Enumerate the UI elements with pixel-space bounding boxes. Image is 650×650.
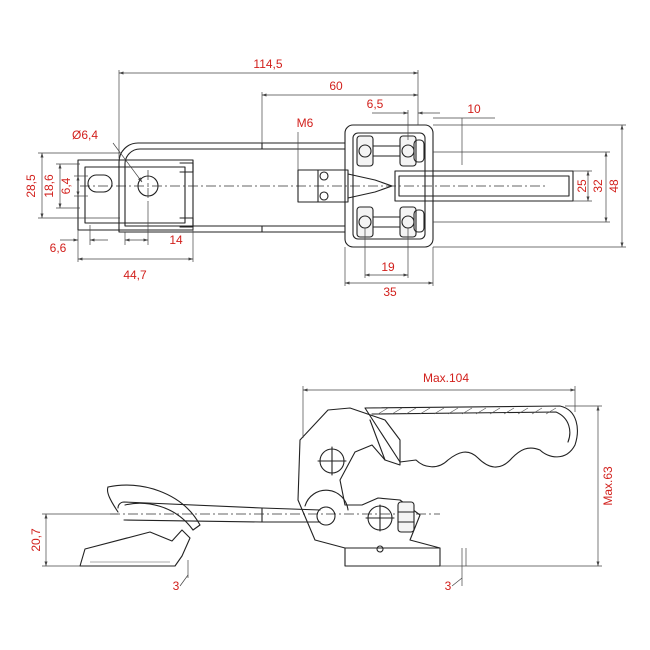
handle-top bbox=[394, 170, 574, 202]
dim-end-width: 10 bbox=[467, 102, 481, 116]
dim-hook-height: 20,7 bbox=[29, 528, 43, 552]
dim-eye-length: 14 bbox=[169, 233, 183, 247]
u-rod bbox=[118, 142, 346, 233]
dim-edge-offset: 6,6 bbox=[50, 241, 67, 255]
threaded-link bbox=[297, 169, 393, 203]
dim-width-outer: 28,5 bbox=[24, 174, 38, 198]
dim-max-height: Max.63 bbox=[601, 466, 615, 506]
dim-width-mid: 18,6 bbox=[42, 174, 56, 198]
dim-thread: M6 bbox=[297, 116, 314, 130]
dim-nut-offset: 6,5 bbox=[367, 97, 384, 111]
dim-overall-length: 114,5 bbox=[253, 57, 282, 71]
side-rod bbox=[110, 501, 440, 523]
dim-hook-gap: 3 bbox=[173, 579, 180, 593]
dim-handle-mid: 32 bbox=[591, 179, 605, 193]
top-dimension-labels: 114,5 60 6,5 10 M6 Ø6,4 28,5 18,6 6,4 6,… bbox=[24, 57, 621, 299]
dim-base-width: 35 bbox=[383, 285, 397, 299]
grip-handle bbox=[364, 405, 578, 468]
dim-handle-inner: 25 bbox=[575, 179, 589, 193]
hook-eye bbox=[77, 159, 545, 231]
side-dimensions bbox=[42, 386, 602, 587]
hook-catch bbox=[79, 484, 201, 567]
top-view: 114,5 60 6,5 10 M6 Ø6,4 28,5 18,6 6,4 6,… bbox=[24, 57, 626, 299]
side-view: Max.104 Max.63 20,7 3 3 bbox=[29, 371, 615, 593]
dim-hole-diameter: Ø6,4 bbox=[72, 128, 98, 142]
clamp-body bbox=[297, 407, 441, 567]
side-dimension-labels: Max.104 Max.63 20,7 3 3 bbox=[29, 371, 615, 593]
dim-handle-span: 60 bbox=[329, 79, 343, 93]
dim-max-length: Max.104 bbox=[423, 371, 469, 385]
dim-eye-to-hook: 44,7 bbox=[123, 268, 147, 282]
dim-handle-outer: 48 bbox=[607, 179, 621, 193]
dim-base-gap: 3 bbox=[445, 579, 452, 593]
dim-base-holes: 19 bbox=[381, 260, 395, 274]
top-dimensions bbox=[38, 70, 626, 286]
dim-slot-width: 6,4 bbox=[59, 177, 73, 194]
base-plate bbox=[344, 124, 434, 248]
